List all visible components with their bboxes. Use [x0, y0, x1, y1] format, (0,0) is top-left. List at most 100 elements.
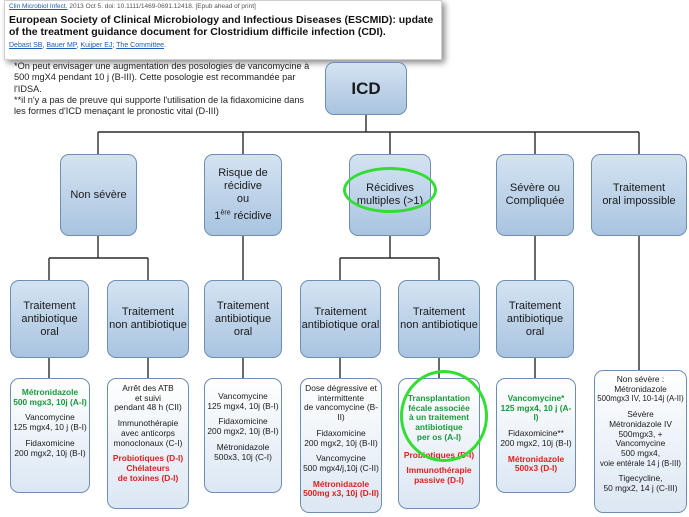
drug-name: Vancomycine	[316, 453, 366, 464]
category-label: Risque de	[218, 167, 268, 180]
drug-name: Fidaxomicine	[218, 416, 268, 427]
sub-label: Traitement	[412, 306, 466, 318]
treatment-text: Chélateurs	[126, 462, 170, 473]
category-label: Sévère ou	[509, 182, 561, 194]
drug-name: Métronidazole	[312, 478, 370, 489]
sub-label: non antibiotique	[400, 319, 478, 331]
sub-label: antibiotique oral	[21, 312, 78, 338]
sub-label: antibiotique oral	[301, 319, 380, 331]
drug-dose: de vancomycine (B-II)	[303, 402, 378, 423]
sub-label: Traitement	[216, 299, 270, 312]
drug-dose: 500x3, 10j (C-I)	[214, 451, 272, 462]
drug-name: Métronidazole	[21, 387, 79, 397]
treatment-text: 500 mgx4,	[620, 447, 661, 458]
drug-dose: 500mg x3, 10j (D-II)	[303, 488, 379, 499]
treatment-text: 50 mgx2, 14 j (C-III)	[603, 483, 678, 494]
citation-card: Clin Microbiol Infect. 2013 Oct 5. doi: …	[4, 0, 442, 60]
highlight-ellipse-transplantation	[400, 370, 488, 462]
drug-dose: 500 mgx3, 10j (A-I)	[13, 396, 87, 407]
leaf-severe-atb: Vancomycine*125 mgx4, 10 j (A-I) Fidaxom…	[496, 378, 576, 493]
sub-label: Traitement	[23, 299, 76, 312]
root-node: ICD	[325, 62, 407, 115]
category-label: Traitement	[612, 182, 666, 194]
drug-dose: 500 mgx4/j,10j (C-II)	[303, 462, 379, 473]
treatment-text: 500mgx3, +	[618, 428, 663, 439]
first-number: 1	[214, 209, 221, 222]
category-oral-impossible: Traitement oral impossible	[591, 154, 687, 236]
treatment-text: passive (D-I)	[414, 474, 464, 485]
sub-label: Traitement	[508, 299, 562, 312]
footnote-fidax: **il n'y a pas de preuve qui supporte l'…	[14, 94, 305, 117]
drug-name: Vancomycine*	[507, 393, 565, 403]
citation-ref: 2013 Oct 5. doi: 10.1111/1469-0691.12418…	[67, 3, 256, 10]
citation-title: European Society of Clinical Microbiolog…	[9, 14, 434, 38]
treatment-text: Probiotiques (D-I)	[112, 453, 184, 464]
drug-dose: 125 mgx4, 10j (B-I)	[207, 400, 279, 411]
drug-name: Fidaxomicine	[316, 427, 366, 438]
footnote-vanco: *On peut envisager une augmentation des …	[14, 61, 310, 94]
drug-dose: 125 mgx4, 10 j (B-I)	[13, 422, 87, 433]
treatment-text: voie entérale 14 j (B-III)	[599, 458, 682, 468]
drug-dose: 500x3 (D-I)	[514, 463, 558, 474]
treatment-text: Vancomycine	[615, 438, 666, 449]
drug-dose: 200 mgx2, 10j (B-I)	[14, 447, 86, 458]
category-label: récidive	[224, 180, 262, 193]
drug-name: Métronidazole	[216, 441, 270, 452]
drug-dose: 200 mgx2, 10j (B-I)	[207, 426, 279, 437]
citation-journal: Clin Microbiol Infect. 2013 Oct 5. doi: …	[9, 3, 256, 10]
highlight-ellipse-recidives	[343, 167, 437, 213]
drug-name: Vancomycine	[218, 391, 268, 401]
treatment-text: Métronidazole IV	[609, 418, 672, 429]
category-label: Compliquée	[505, 195, 565, 207]
treatment-text: monoclonaux (C-I)	[113, 437, 183, 448]
treatment-text: Immunothérapie	[406, 465, 472, 476]
drug-name: Métronidazole	[507, 453, 565, 464]
author-link[interactable]: The Committee	[116, 42, 165, 49]
drug-name: Vancomycine	[25, 412, 75, 423]
author-link[interactable]: Kuijper EJ	[80, 42, 113, 49]
superscript-ere: ère	[220, 209, 231, 217]
treatment-text: et suivi	[134, 392, 162, 403]
treatment-text: Métronidazole	[614, 383, 667, 394]
drug-dose: 200 mgx2, 10j (B-II)	[304, 437, 378, 448]
category-label: 1ère récidive	[214, 209, 272, 222]
treatment-text: pendant 48 h (CII)	[114, 402, 182, 413]
category-non-severe: Non sévère	[60, 154, 137, 236]
drug-name: Dose dégressive et	[305, 383, 377, 393]
sub-label: Traitement	[121, 306, 175, 318]
treatment-text: 500mgx3 IV, 10-14j (A-II)	[597, 394, 684, 404]
drug-dose: 125 mgx4, 10 j (A-I)	[500, 402, 572, 423]
category-label: ou	[236, 193, 250, 206]
recidive-word: récidive	[230, 209, 272, 222]
category-label: Non sévère	[70, 188, 127, 201]
root-label: ICD	[351, 79, 381, 98]
drug-dose: 200 mgx2, 10j (B-I)	[500, 437, 572, 448]
journal-link[interactable]: Clin Microbiol Infect.	[9, 3, 68, 10]
author-link[interactable]: Bauer MP	[46, 42, 77, 49]
sub-label: non antibiotique	[109, 319, 187, 331]
treatment-text: Sévère	[627, 409, 654, 420]
sub-label: Traitement	[314, 306, 367, 318]
category-label: oral impossible	[602, 195, 676, 207]
treatment-text: avec anticorps	[121, 427, 175, 438]
citation-authors: Debast SB, Bauer MP, Kuijper EJ; The Com…	[9, 42, 166, 49]
author-link[interactable]: Debast SB	[9, 42, 43, 49]
footnote: *On peut envisager une augmentation des …	[14, 61, 314, 117]
drug-name: intermittente	[317, 392, 365, 403]
sub-label: antibiotique oral	[214, 312, 272, 338]
sub-label: antibiotique oral	[506, 312, 564, 338]
treatment-text: Immunothérapie	[117, 418, 179, 429]
drug-name: Fidaxomicine	[25, 437, 75, 448]
category-risque-recidive: Risque de récidive ou 1ère récidive	[204, 154, 282, 236]
treatment-text: Tigecycline,	[618, 473, 663, 484]
treatment-text: Non sévère :	[616, 374, 665, 384]
